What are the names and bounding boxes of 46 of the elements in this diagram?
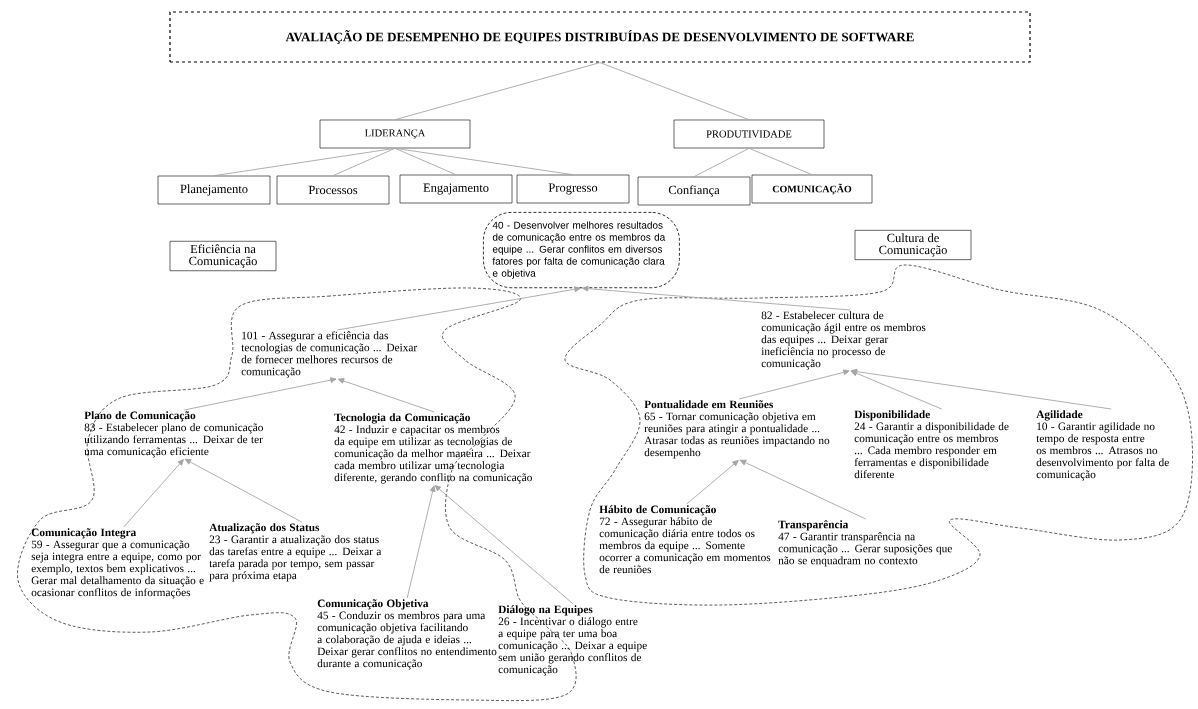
category-box: Eficiência na Comunicação [169, 240, 277, 272]
arrow [738, 369, 850, 400]
arrow [406, 485, 436, 599]
arrow [123, 459, 184, 528]
connector-line [394, 62, 601, 121]
goal-text: Plano de Comunicação 83 - Estabelecer plano de comunicação utilizando ferramentas ... Deixar de ter uma comunicação eficiente [84, 411, 263, 458]
category-box: LIDERANÇA [319, 119, 471, 149]
goal-text: Tecnologia da Comunicação 42 - Induzir e capacitar os membros da equipe em utilizar as tecnologias de comunicação da melhor maneira ... Deixar cada membro utilizar uma tecnologia diferente, gerando conflito na comunicação [334, 413, 532, 484]
arrow [686, 459, 739, 505]
category-box: Engajamento [399, 174, 513, 204]
arrow [184, 458, 303, 523]
category-box: Progresso [516, 174, 630, 204]
goal-text: Comunicação Objetiva 45 - Conduzir os membros para uma comunicação objetiva facilitando a colaboração de ajuda e ideias ... Deixar gerar conflitos no entendimento durante a comunicação [317, 599, 497, 670]
goal-text: 101 - Assegurar a eficiência das tecnologias de comunicação ... Deixar de fornecer melhores recursos de comunicação [241, 331, 418, 378]
arrow [183, 377, 337, 411]
goal-text: 82 - Estabelecer cultura de comunicação ágil entre os membros das equipes ... Deixar gerar ineficiência no processo de comunicação [761, 311, 926, 370]
arrow [739, 459, 867, 520]
goal-text: Comunicação Integra 59 - Assegurar que a comunicação seja integra entre a equipe, como por exemplo, textos bem explicativos ... Gerar mal detalhamento da situação e ocasionar conflitos de informações [31, 528, 204, 599]
title-box: AVALIAÇÃO DE DESEMPENHO DE EQUIPES DISTRIBUÍDAS DE DESENVOLVIMENTO DE SOFTWARE [169, 11, 1031, 63]
connector-line [394, 147, 457, 176]
arrow [434, 485, 574, 605]
category-box: Planejamento [157, 175, 271, 205]
goal-text: Diálogo na Equipes 26 - Incentivar o diálogo entre a equipe para ter uma boa comunicação ... Deixar a equipe sem união gerando conflitos de comunicação [498, 605, 647, 676]
connector-line [748, 147, 813, 176]
arrow [850, 370, 943, 410]
goal-text: Hábito de Comunicação 72 - Assegurar hábito de comunicação diária entre todos os membros da equipe ... Somente ocorrer a comunicação em momentos de reuniões [599, 505, 771, 574]
goal-text: Agilidade 10 - Garantir agilidade no tempo de resposta entre os membros ... Atrasos no desenvolvimento por falta de comunicação [1036, 410, 1169, 481]
connector-line [599, 62, 750, 121]
connector-line [394, 147, 574, 176]
arrow [336, 286, 581, 331]
goal-text: Disponibilidade 24 - Garantir a disponibilidade de comunicação entre os membros ... Cada membro responder em ferramentas e disponibilidade diferente [854, 410, 1009, 479]
category-box: Confiança [637, 176, 751, 206]
arrow [337, 378, 435, 413]
connector-line [332, 147, 396, 177]
goal-text: Transparência 47 - Garantir transparência na comunicação ... Gerar suposições que não se enquadram no contexto [778, 520, 952, 567]
connector-line [693, 147, 750, 178]
category-box: PRODUTIVIDADE [673, 119, 825, 149]
arrow [850, 368, 1112, 410]
category-box: COMUNICAÇÃO [751, 174, 873, 204]
connector-line [213, 147, 396, 177]
goal-text: Pontualidade em Reuniões 65 - Tornar comunicação objetiva em reuniões para atingir a pontualidade ... Atrasar todas as reuniões impactando no desempenho [644, 400, 830, 459]
goal-text: Atualização dos Status 23 - Garantir a atualização dos status das tarefas entre a equipe ... Deixar a tarefa parada por tempo, sem passar para próxima etapa [209, 523, 382, 582]
arrow [582, 285, 851, 311]
category-box: Cultura de Comunicação [854, 230, 972, 260]
goal-bubble: 40 - Desenvolver melhores resultados de comunicação entre os membros da equipe ... Gerar conflitos em diversos fatores por falta de comunicação clara e objetiva [483, 212, 680, 289]
category-box: Processos [276, 175, 390, 205]
